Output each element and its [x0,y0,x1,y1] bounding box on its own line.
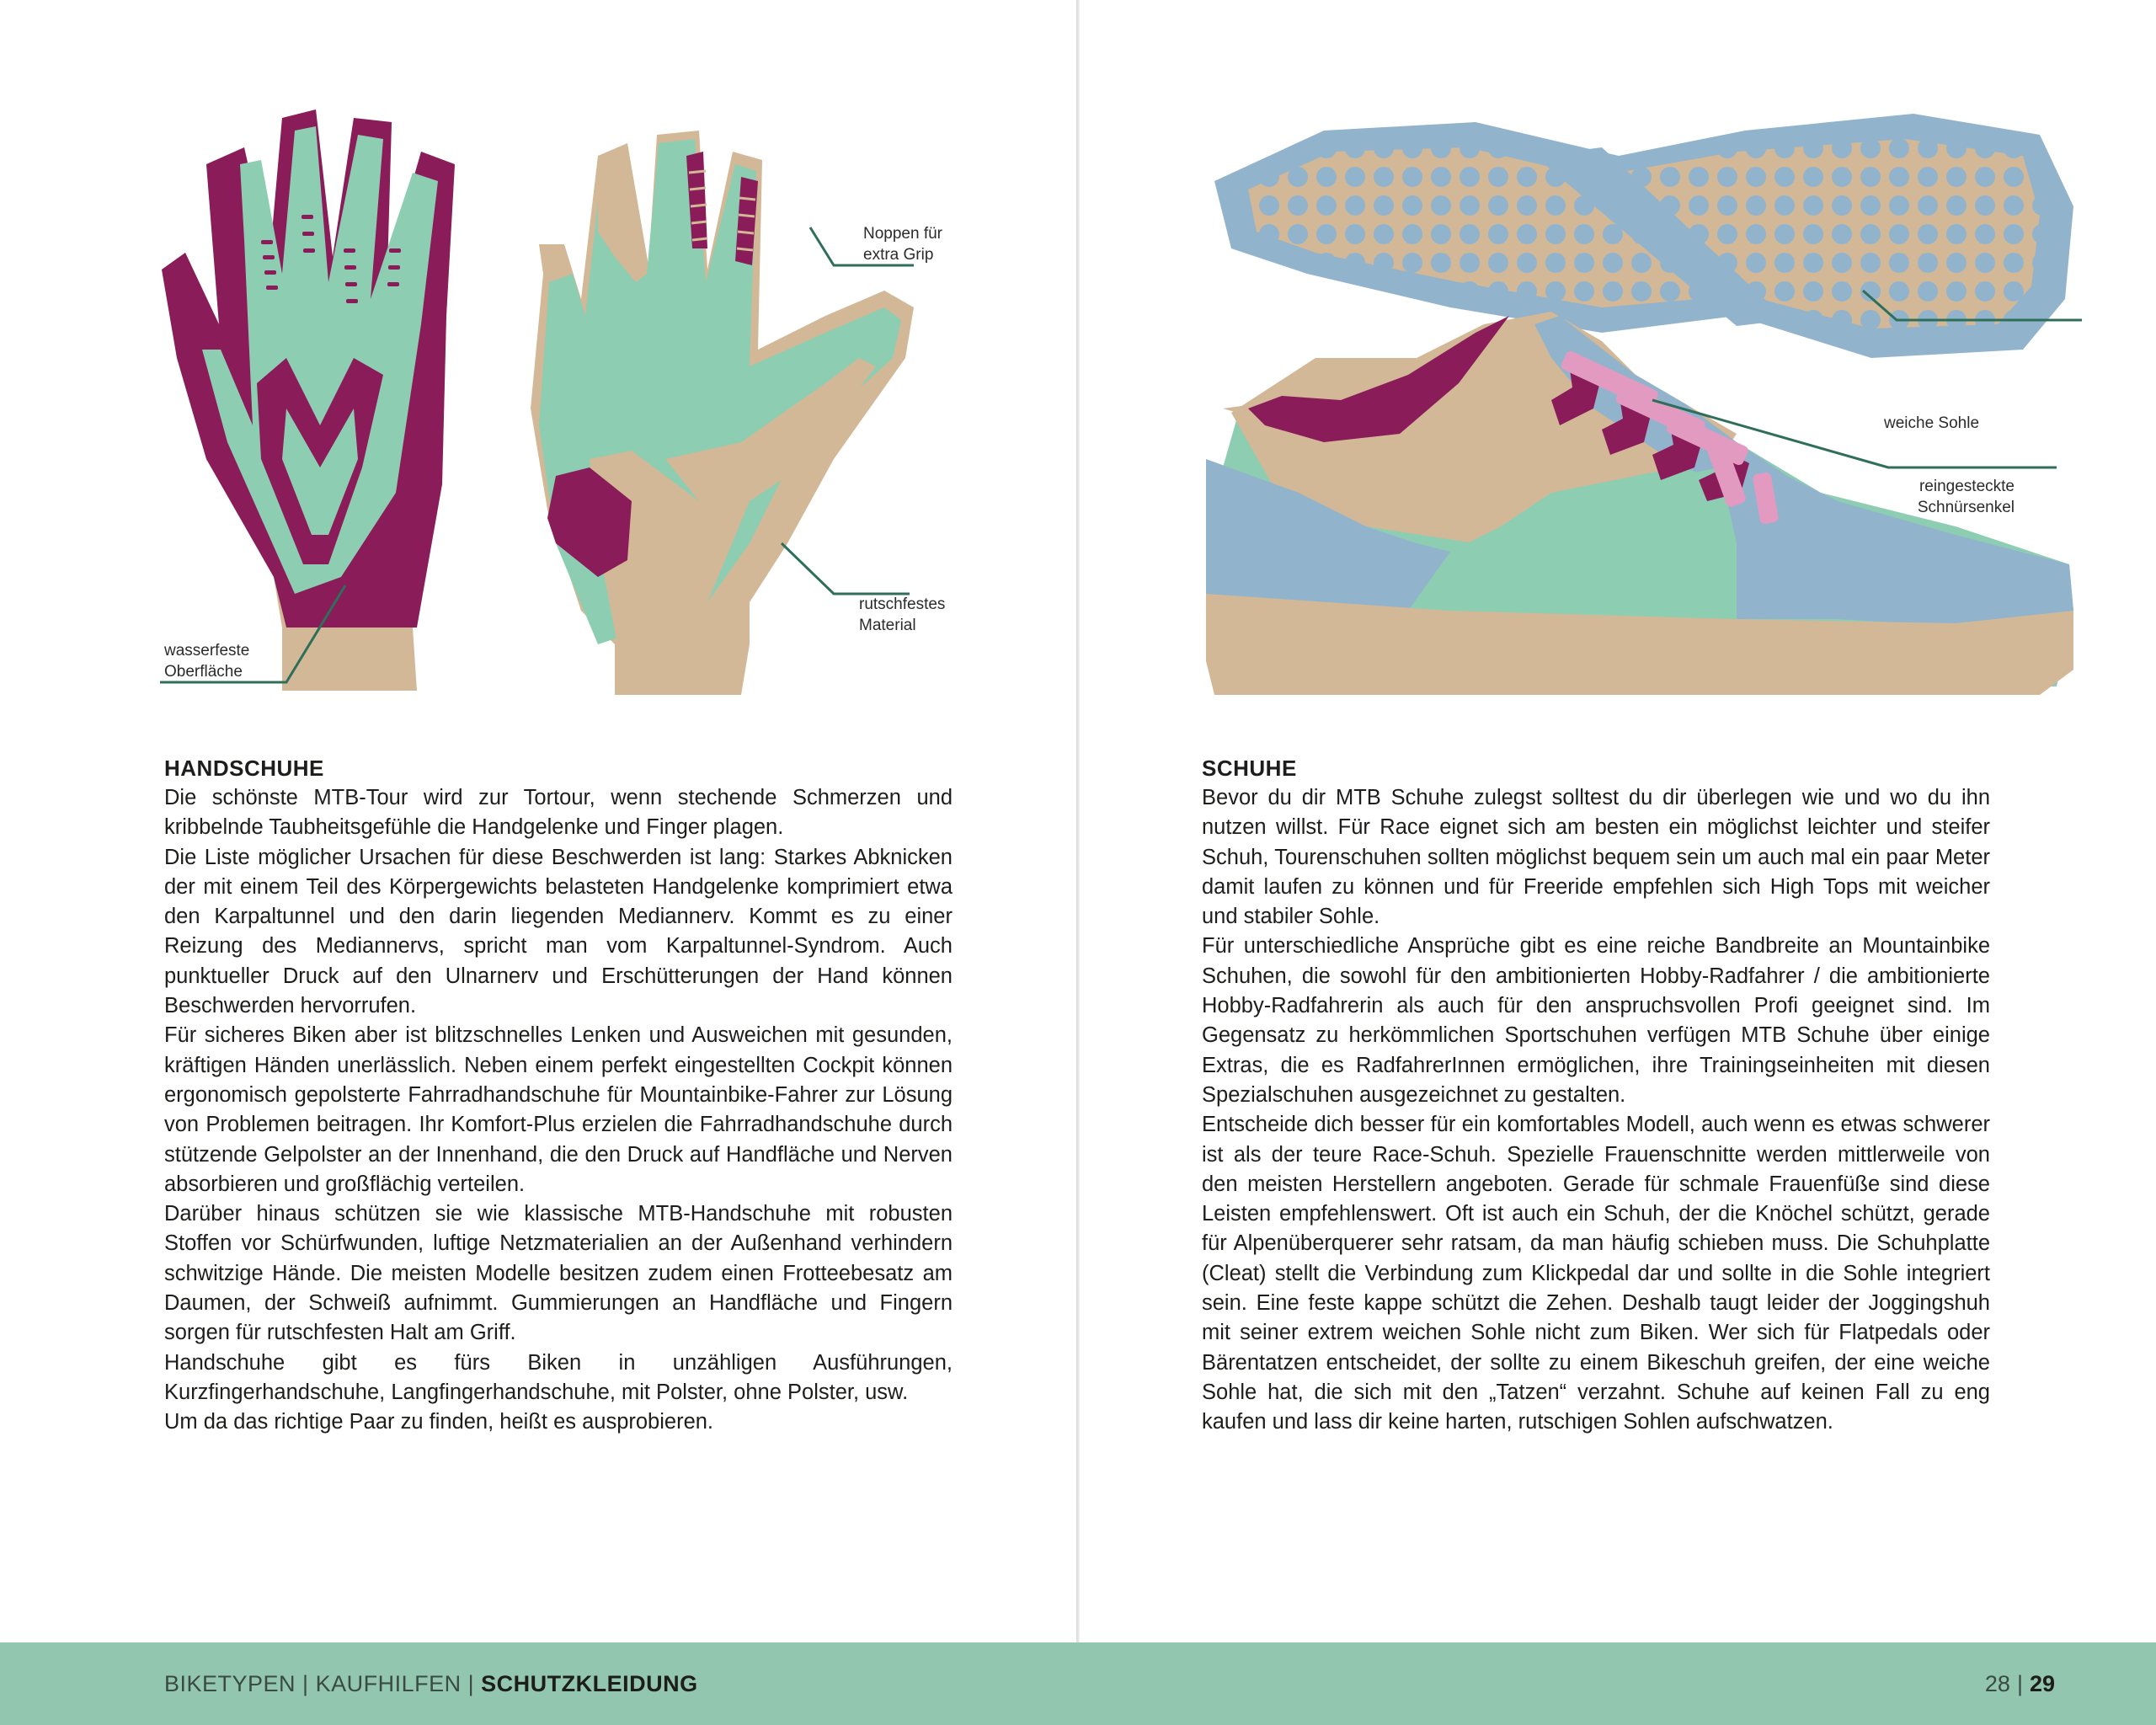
shoe-upper [1206,312,2073,695]
footer-nav-kaufhilfen[interactable]: KAUFHILFEN [315,1671,462,1696]
right-page: weiche Sohle reingesteckte Schnürsenkel … [1080,0,2156,1642]
shoe-laces [1551,350,1779,524]
gloves-section: HANDSCHUHE Die schönste MTB-Tour wird zu… [164,754,953,1438]
callout-material: rutschfestes Material [859,594,945,636]
callout-material-line1: rutschfestes [859,595,946,613]
page-number-left: 28 [1984,1671,2010,1696]
callout-laces: reingesteckte Schnürsenkel [1812,476,2015,518]
shoe-sole [1214,114,2073,358]
page-number-right: 29 [2029,1671,2055,1696]
callout-grip-line2: extra Grip [863,246,934,264]
gloves-paragraph-4: Darüber hinaus schützen sie wie klassisc… [164,1202,953,1345]
callout-laces-line1: reingesteckte [1919,478,2015,495]
callout-sole: weiche Sohle [1884,413,1979,434]
shoes-section: SCHUHE Bevor du dir MTB Schuhe zulegst s… [1202,754,1990,1438]
grip-dots [261,215,401,303]
page-gutter [1076,0,1080,1642]
shoes-paragraph-1: Bevor du dir MTB Schuhe zulegst solltest… [1202,786,1990,929]
gloves-paragraph-3: Für sicheres Biken aber ist blitzschnell… [164,1023,953,1196]
gloves-paragraph-6: Um da das richtige Paar zu finden, heißt… [164,1410,714,1434]
gloves-paragraph-5: Handschuhe gibt es fürs Biken in unzähli… [164,1350,953,1404]
shoes-paragraph-2: Für unterschiedliche Ansprüche gibt es e… [1202,934,1990,1107]
callout-grip-line1: Noppen für [863,225,943,243]
footer-bar: BIKETYPEN|KAUFHILFEN|SCHUTZKLEIDUNG 28|2… [0,1642,2156,1725]
shoe-illustration [1206,114,2082,695]
footer-nav: BIKETYPEN|KAUFHILFEN|SCHUTZKLEIDUNG [164,1671,698,1697]
footer-nav-schutzkleidung[interactable]: SCHUTZKLEIDUNG [481,1671,698,1696]
shoes-paragraph-3: Entscheide dich besser für ein komfortab… [1202,1113,1990,1434]
gloves-illustration [160,109,914,695]
footer-separator: | [302,1671,309,1696]
glove-palm [531,131,914,695]
glove-back [162,109,455,691]
callout-surface-line1: wasserfeste [164,642,250,660]
page-number-separator: | [2016,1671,2023,1696]
footer-nav-biketypen[interactable]: BIKETYPEN [164,1671,296,1696]
callout-laces-line2: Schnürsenkel [1917,499,2015,516]
gloves-paragraph-1: Die schönste MTB-Tour wird zur Tortour, … [164,786,953,840]
callout-sole-line1: weiche Sohle [1884,414,1980,432]
callout-lines [160,227,914,684]
gloves-paragraph-2: Die Liste möglicher Ursachen für diese B… [164,845,953,1018]
callout-surface: wasserfeste Oberfläche [164,640,249,682]
section-heading-gloves: HANDSCHUHE [164,756,324,781]
section-heading-shoes: SCHUHE [1202,756,1297,781]
callout-surface-line2: Oberfläche [164,663,243,681]
callout-material-line2: Material [859,617,916,634]
callout-grip: Noppen für extra Grip [863,223,942,265]
footer-separator: | [467,1671,475,1696]
left-page: Noppen für extra Grip rutschfestes Mater… [0,0,1076,1642]
shoe-callout-lines [1652,289,2082,469]
page-numbers: 28|29 [1985,1671,2055,1697]
